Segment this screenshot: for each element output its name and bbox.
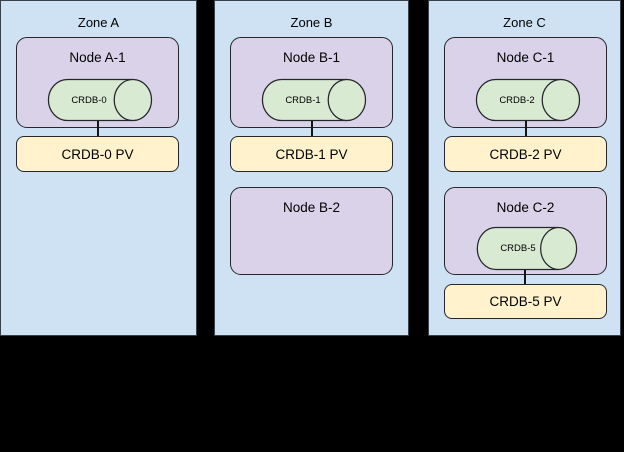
cylinder-icon <box>476 226 578 271</box>
pv-crdb-1-label: CRDB-1 PV <box>275 146 348 162</box>
node-c-1: Node C-1 CRDB-2 <box>444 37 607 128</box>
db-pod-crdb-2-label: CRDB-2 <box>499 94 535 106</box>
zone-a-title: Zone A <box>77 15 120 30</box>
node-c-2-title: Node C-2 <box>496 200 555 215</box>
db-pod-crdb-5-label: CRDB-5 <box>500 243 536 254</box>
pv-crdb-2: CRDB-2 PV <box>444 136 607 172</box>
pv-crdb-0-label: CRDB-0 PV <box>61 146 134 162</box>
zone-b: Zone B Node B-1 CRDB-1 CRDB-1 PV Node B-… <box>214 0 409 336</box>
node-c-1-title: Node C-1 <box>496 50 555 65</box>
pv-crdb-1: CRDB-1 PV <box>230 136 393 172</box>
cylinder-icon <box>261 78 367 122</box>
node-a-1-title: Node A-1 <box>69 50 126 65</box>
cylinder-icon <box>475 78 581 122</box>
node-b-2: Node B-2 <box>230 187 393 275</box>
db-pod-crdb-1: CRDB-1 <box>259 78 367 122</box>
db-pod-crdb-0: CRDB-0 <box>45 78 153 122</box>
zone-a: Zone A Node A-1 CRDB-0 CRDB-0 PV <box>0 0 197 336</box>
node-b-2-title: Node B-2 <box>282 200 341 215</box>
db-pod-crdb-5: CRDB-5 <box>474 226 578 271</box>
pv-crdb-0: CRDB-0 PV <box>16 136 179 172</box>
node-b-1-title: Node B-1 <box>282 50 341 65</box>
pv-crdb-5-label: CRDB-5 PV <box>489 294 562 309</box>
zone-b-title: Zone B <box>290 15 333 30</box>
zone-c: Zone C Node C-1 CRDB-2 CRDB-2 PV Node C-… <box>428 0 621 336</box>
node-c-2: Node C-2 CRDB-5 <box>444 187 607 275</box>
cylinder-icon <box>47 78 153 122</box>
pv-crdb-5: CRDB-5 PV <box>444 284 607 319</box>
pv-crdb-2-label: CRDB-2 PV <box>489 146 562 162</box>
db-pod-crdb-0-label: CRDB-0 <box>71 94 107 106</box>
zone-c-title: Zone C <box>503 15 546 30</box>
node-a-1: Node A-1 CRDB-0 <box>16 37 179 128</box>
db-pod-crdb-1-label: CRDB-1 <box>285 94 321 106</box>
pv-connector-line <box>311 121 313 136</box>
pv-connector-line <box>525 121 527 136</box>
pv-connector-line <box>524 270 526 284</box>
db-pod-crdb-2: CRDB-2 <box>473 78 581 122</box>
node-b-1: Node B-1 CRDB-1 <box>230 37 393 128</box>
pv-connector-line <box>97 121 99 136</box>
